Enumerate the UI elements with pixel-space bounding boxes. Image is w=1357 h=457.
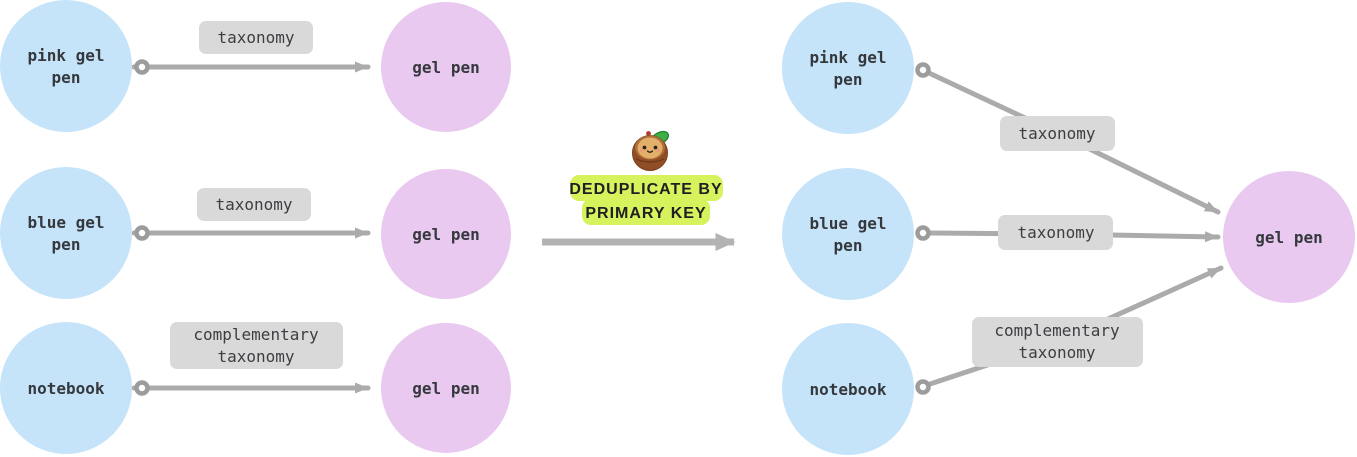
before-row-2: blue gel pen taxonomy gel pen	[0, 167, 511, 299]
edge-label-taxonomy: taxonomy	[215, 195, 292, 214]
before-row-3: notebook complementary taxonomy gel pen	[0, 322, 511, 454]
node-gel-pen-3-label: gel pen	[412, 379, 479, 398]
edge-label-box	[199, 21, 313, 54]
node-notebook-label: notebook	[27, 379, 104, 398]
edge-source-ring-icon	[915, 62, 931, 78]
edge-label-box	[972, 317, 1143, 367]
node-notebook	[0, 322, 132, 454]
before-graph: pink gel pen taxonomy gel pen blue gel p…	[0, 0, 511, 454]
node-blue-gel-pen-label-line2: pen	[834, 236, 863, 255]
node-pink-gel-pen	[782, 2, 914, 134]
transform-section: DEDUPLICATE BY PRIMARY KEY	[542, 130, 736, 251]
node-pink-gel-pen	[0, 0, 132, 132]
after-node-gel-pen-group: gel pen	[1223, 171, 1355, 303]
node-pink-gel-pen-label-line1: pink gel	[809, 48, 886, 67]
coconut-mascot-icon	[632, 130, 670, 171]
edge-label-complementary-taxonomy-line1: complementary	[193, 325, 319, 344]
edge-source-ring-icon	[134, 59, 150, 75]
node-blue-gel-pen	[0, 167, 132, 299]
node-blue-gel-pen-label-line1: blue gel	[27, 213, 104, 232]
node-gel-pen-2	[381, 169, 511, 299]
edge-label-box	[170, 322, 343, 369]
edge-source-ring-icon	[134, 225, 150, 241]
node-gel-pen-3	[381, 323, 511, 453]
edge-label-complementary-taxonomy-line2: taxonomy	[1018, 343, 1095, 362]
badge-text-line1: DEDUPLICATE BY	[569, 181, 722, 198]
node-gel-pen-1-label: gel pen	[412, 58, 479, 77]
edge-source-ring-icon	[134, 380, 150, 396]
edge-label-box	[1000, 116, 1115, 151]
node-blue-gel-pen-label-line1: blue gel	[809, 214, 886, 233]
edge-source-ring-icon	[915, 225, 931, 241]
edge-label-complementary-taxonomy-line2: taxonomy	[217, 347, 294, 366]
node-pink-gel-pen-label-line2: pen	[52, 68, 81, 87]
edge-label-taxonomy: taxonomy	[1017, 223, 1094, 242]
badge-bg-line1	[570, 175, 723, 201]
node-blue-gel-pen	[782, 168, 914, 300]
after-graph: pink gel pen blue gel pen notebook taxon…	[782, 2, 1355, 455]
badge-text-line2: PRIMARY KEY	[585, 205, 706, 222]
after-node-pink-gel-pen-group: pink gel pen	[782, 2, 914, 134]
edge-label-complementary-taxonomy-line1: complementary	[994, 321, 1120, 340]
node-blue-gel-pen-label-line2: pen	[52, 235, 81, 254]
node-pink-gel-pen-label-line2: pen	[834, 70, 863, 89]
node-pink-gel-pen-label-line1: pink gel	[27, 46, 104, 65]
node-gel-pen-1	[381, 2, 511, 132]
edge-label-taxonomy: taxonomy	[1018, 124, 1095, 143]
edge-label-taxonomy: taxonomy	[217, 28, 294, 47]
node-gel-pen	[1223, 171, 1355, 303]
deduplicate-badge: DEDUPLICATE BY PRIMARY KEY	[569, 175, 723, 225]
edge-label-box	[197, 188, 311, 221]
after-node-notebook-group: notebook	[782, 323, 914, 455]
edge-label-box	[998, 215, 1113, 250]
node-notebook	[782, 323, 914, 455]
node-gel-pen-label: gel pen	[1255, 228, 1322, 247]
edge-source-ring-icon	[915, 379, 931, 395]
node-notebook-label: notebook	[809, 380, 886, 399]
node-gel-pen-2-label: gel pen	[412, 225, 479, 244]
after-node-blue-gel-pen-group: blue gel pen	[782, 168, 914, 300]
after-edge-labels: taxonomy taxonomy complementary taxonomy	[972, 116, 1143, 367]
before-row-1: pink gel pen taxonomy gel pen	[0, 0, 511, 132]
badge-bg-line2	[582, 199, 710, 225]
